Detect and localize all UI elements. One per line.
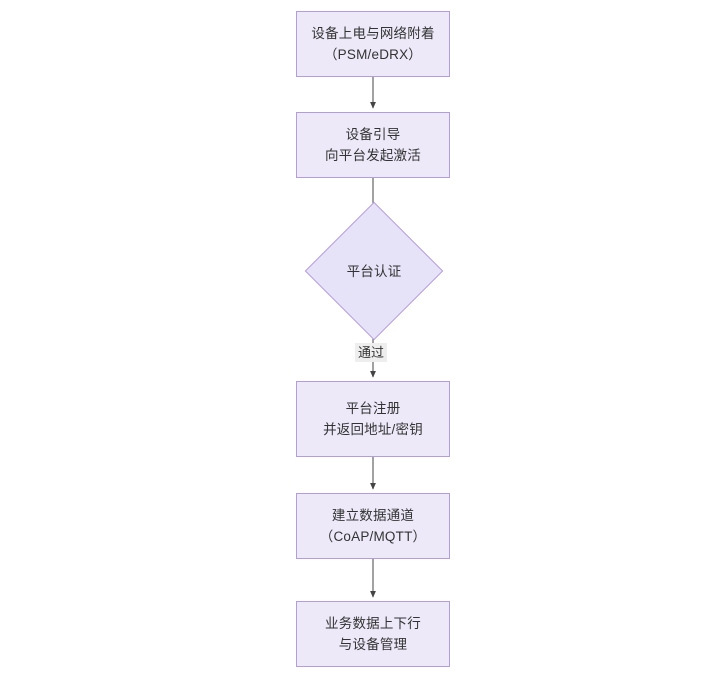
edge-label-pass: 通过: [355, 343, 388, 362]
node-establish-data-channel[interactable]: 建立数据通道 （CoAP/MQTT）: [296, 493, 450, 559]
node-label-line-1: 建立数据通道: [331, 508, 415, 523]
node-label-line-2: （CoAP/MQTT）: [319, 529, 427, 544]
node-label-line-1: 业务数据上下行: [325, 616, 421, 631]
node-label-line-2: （PSM/eDRX）: [323, 47, 423, 62]
node-label-line-1: 平台注册: [345, 401, 401, 416]
node-device-bootstrap[interactable]: 设备引导 向平台发起激活: [296, 112, 450, 178]
node-label-line-1: 设备上电与网络附着: [311, 26, 435, 41]
node-label-line-1: 平台认证: [346, 263, 402, 279]
node-platform-registration[interactable]: 平台注册 并返回地址/密钥: [296, 381, 450, 457]
node-business-data-and-device-management[interactable]: 业务数据上下行 与设备管理: [296, 601, 450, 667]
node-device-power-on[interactable]: 设备上电与网络附着 （PSM/eDRX）: [296, 11, 450, 77]
node-label-line-2: 与设备管理: [338, 637, 408, 652]
node-label-line-2: 向平台发起激活: [325, 148, 421, 163]
node-platform-authentication[interactable]: 平台认证: [304, 201, 444, 341]
node-label-line-1: 设备引导: [345, 127, 401, 142]
node-label-line-2: 并返回地址/密钥: [323, 422, 423, 437]
